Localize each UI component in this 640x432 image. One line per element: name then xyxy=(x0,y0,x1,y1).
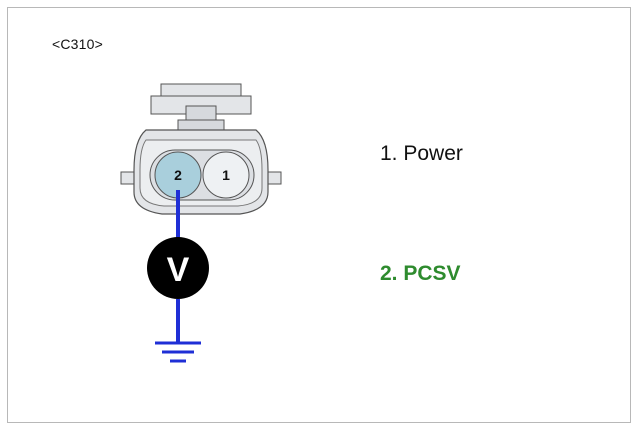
connector-latch xyxy=(150,83,252,133)
voltmeter-symbol: V xyxy=(167,251,190,289)
diagram-frame xyxy=(7,7,631,423)
ground-icon xyxy=(155,341,201,363)
pin-2-number: 2 xyxy=(174,167,182,183)
pin-1-number: 1 xyxy=(222,167,230,183)
connector-id-label: <C310> xyxy=(52,36,104,52)
pin-2-description: 2. PCSV xyxy=(380,262,461,285)
pin-1-description: 1. Power xyxy=(380,142,463,165)
voltmeter-icon: V xyxy=(147,237,209,299)
pin-1: 1 xyxy=(202,151,250,199)
